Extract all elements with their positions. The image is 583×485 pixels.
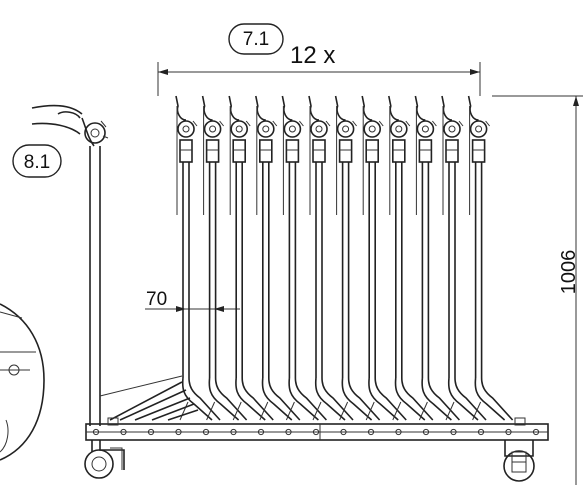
rack-pole [308,95,354,421]
rack-pole [281,95,327,421]
base-frame [85,417,549,441]
svg-text:1006: 1006 [558,250,580,295]
rack-pole [255,95,301,421]
base-bolt [147,428,155,436]
callout-handle: 8.1 [12,144,62,178]
callout-rack-count: 7.1 12 x [228,23,335,69]
base-bolt [477,428,485,436]
base-bolt [505,428,512,436]
detail-view-circle [0,303,45,461]
spacing-dimension: 70 [145,289,240,312]
base-bolt [257,428,265,436]
rack-pole [467,95,514,421]
rack-pole [414,95,460,421]
push-handle [31,104,109,147]
base-bolt [422,428,430,436]
base-bolt [340,428,347,436]
height-dimension: 1006 [492,95,583,485]
base-bolt [312,428,320,436]
base-bolt [450,428,457,436]
caster-left [84,440,125,479]
rack-pole [388,95,434,421]
svg-text:70: 70 [146,289,167,310]
count-label: 12 x [290,42,335,69]
rack-pole [228,95,274,421]
svg-text:8.1: 8.1 [24,152,50,173]
rack-pole [441,95,487,421]
base-bolt [92,428,100,436]
rack-pole [334,95,381,421]
base-braces-left [99,375,199,421]
base-bolt [367,428,375,436]
rack-poles [175,95,514,421]
base-bolt [285,428,292,436]
svg-text:7.1: 7.1 [243,29,269,50]
rack-pole [361,95,407,421]
rack-pole [201,95,248,421]
base-bolt [175,428,182,436]
base-bolt [532,428,540,436]
handle-post [89,146,101,426]
base-bolt [120,428,127,436]
base-bolt [395,428,402,436]
base-bolt [202,428,210,436]
caster-right [503,440,535,482]
width-dimension [157,62,481,96]
base-bolt [230,428,237,436]
rack-pole [175,95,221,421]
base-bolts [92,428,540,436]
